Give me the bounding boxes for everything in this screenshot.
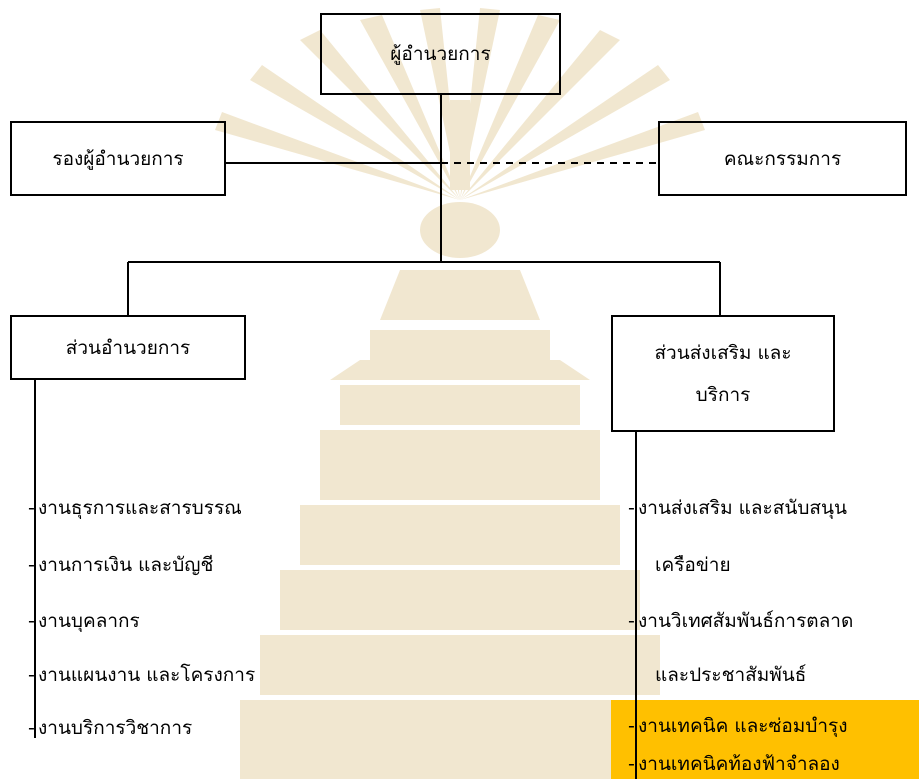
bullet-dash: - (628, 497, 635, 519)
bullet-dash: - (28, 497, 35, 519)
promotion-item: -งานเทคนิค และซ่อมบำรุง (628, 715, 848, 737)
bullet-dash: - (628, 715, 635, 737)
admin-item: -งานแผนงาน และโครงการ (28, 664, 256, 686)
committee-label: คณะกรรมการ (723, 147, 842, 170)
promotion-item: -งานเทคนิคท้องฟ้าจำลอง (628, 753, 840, 775)
director-box: ผู้อำนวยการ (320, 13, 561, 95)
director-label: ผู้อำนวยการ (390, 43, 491, 65)
promotion-item: -งานส่งเสริม และสนับสนุน (628, 497, 847, 519)
bullet-dash: - (628, 610, 635, 632)
admin-division-box: ส่วนอำนวยการ (10, 315, 246, 380)
deputy-label: รองผู้อำนวยการ (52, 147, 184, 170)
admin-item: -งานบริการวิชาการ (28, 717, 193, 739)
promotion-division-title-line2: บริการ (695, 383, 751, 406)
promotion-item-continuation: เครือข่าย (655, 554, 731, 576)
stupa-shape (240, 100, 680, 779)
promotion-division-box: ส่วนส่งเสริม และ บริการ (611, 315, 835, 432)
committee-box: คณะกรรมการ (658, 121, 907, 196)
bullet-dash: - (28, 610, 35, 632)
admin-division-title: ส่วนอำนวยการ (65, 336, 191, 359)
deputy-box: รองผู้อำนวยการ (10, 121, 226, 196)
bullet-dash: - (628, 753, 635, 775)
highlight-band (611, 700, 919, 779)
bullet-dash: - (28, 717, 35, 739)
promotion-item-continuation: และประชาสัมพันธ์ (655, 664, 807, 686)
admin-item: -งานธุรการและสารบรรณ (28, 497, 242, 519)
admin-item: -งานบุคลากร (28, 610, 140, 632)
bullet-dash: - (28, 664, 35, 686)
admin-item: -งานการเงิน และบัญชี (28, 554, 214, 576)
bullet-dash: - (28, 554, 35, 576)
promotion-division-title-line1: ส่วนส่งเสริม และ (654, 341, 792, 364)
promotion-item: -งานวิเทศสัมพันธ์การตลาด (628, 610, 854, 632)
sunburst-rays (215, 8, 705, 200)
